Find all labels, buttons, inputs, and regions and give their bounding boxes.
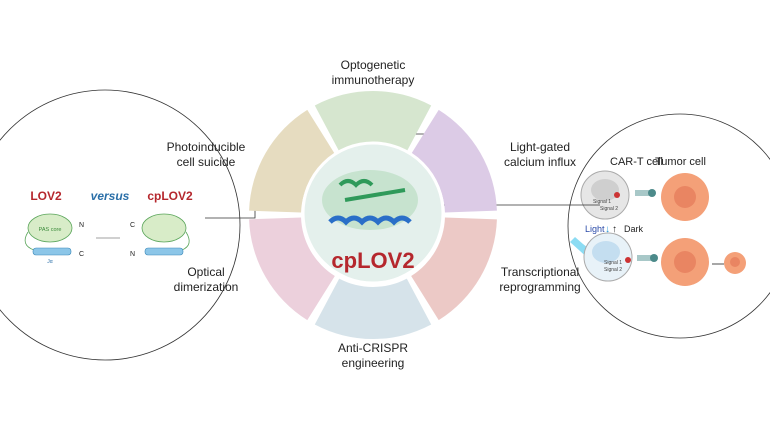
label-anticrispr-1: Anti-CRISPR [338, 341, 408, 355]
c-term-cp: C [130, 222, 135, 229]
segment-upper-right [411, 109, 497, 213]
label-optogenetic-1: Optogenetic [341, 58, 406, 72]
segment-upper-left [249, 109, 335, 213]
n-term-cp: N [130, 251, 135, 258]
dark-label: Dark [624, 224, 644, 234]
svg-text:↓: ↓ [605, 224, 610, 235]
pas-core-label: PAS core [39, 227, 62, 233]
left-inset: LOV2 versus cpLOV2 PAS core Jα N C C N [0, 89, 241, 361]
svg-text:↑: ↑ [612, 224, 617, 235]
light-label: Light [585, 224, 605, 234]
c-term: C [79, 251, 84, 258]
label-optical-1: Optical [187, 265, 224, 279]
signal2-dark: Signal 2 [600, 206, 618, 212]
center-title: cpLOV2 [331, 248, 414, 273]
right-inset: CAR-T cell Tumor cell Signal 1 Signal 2 … [567, 113, 770, 339]
cart-label: CAR-T cell [610, 156, 663, 168]
tumor-label: Tumor cell [655, 156, 706, 168]
segment-lower-left [249, 217, 335, 321]
segment-lower-right [411, 217, 497, 321]
segment-top [314, 91, 432, 152]
segment-bottom [314, 278, 432, 339]
signal1-light: Signal 1 [604, 260, 622, 266]
protein-structure [322, 170, 418, 230]
cplov2-label: cpLOV2 [147, 189, 193, 203]
label-calcium-1: Light-gated [510, 140, 570, 154]
versus-label: versus [91, 189, 130, 203]
ja-helix [32, 247, 72, 256]
label-calcium-2: calcium influx [504, 155, 576, 169]
label-suicide-2: cell suicide [177, 155, 236, 169]
j-alpha-helix [328, 215, 412, 226]
n-term: N [79, 222, 84, 229]
label-suicide-1: Photoinducible [167, 140, 246, 154]
label-transcription-1: Transcriptional [501, 265, 579, 279]
signal1-dark: Signal 1 [593, 199, 611, 205]
label-optogenetic-2: immunotherapy [332, 73, 415, 87]
label-optical-2: dimerization [174, 280, 239, 294]
application-wheel [249, 91, 497, 339]
pas-core-shape [27, 213, 73, 243]
label-anticrispr-2: engineering [342, 356, 405, 370]
lov2-label: LOV2 [30, 189, 62, 203]
signal2-light: Signal 2 [604, 267, 622, 273]
label-transcription-2: reprogramming [499, 280, 580, 294]
ja-label: Jα [47, 259, 53, 265]
